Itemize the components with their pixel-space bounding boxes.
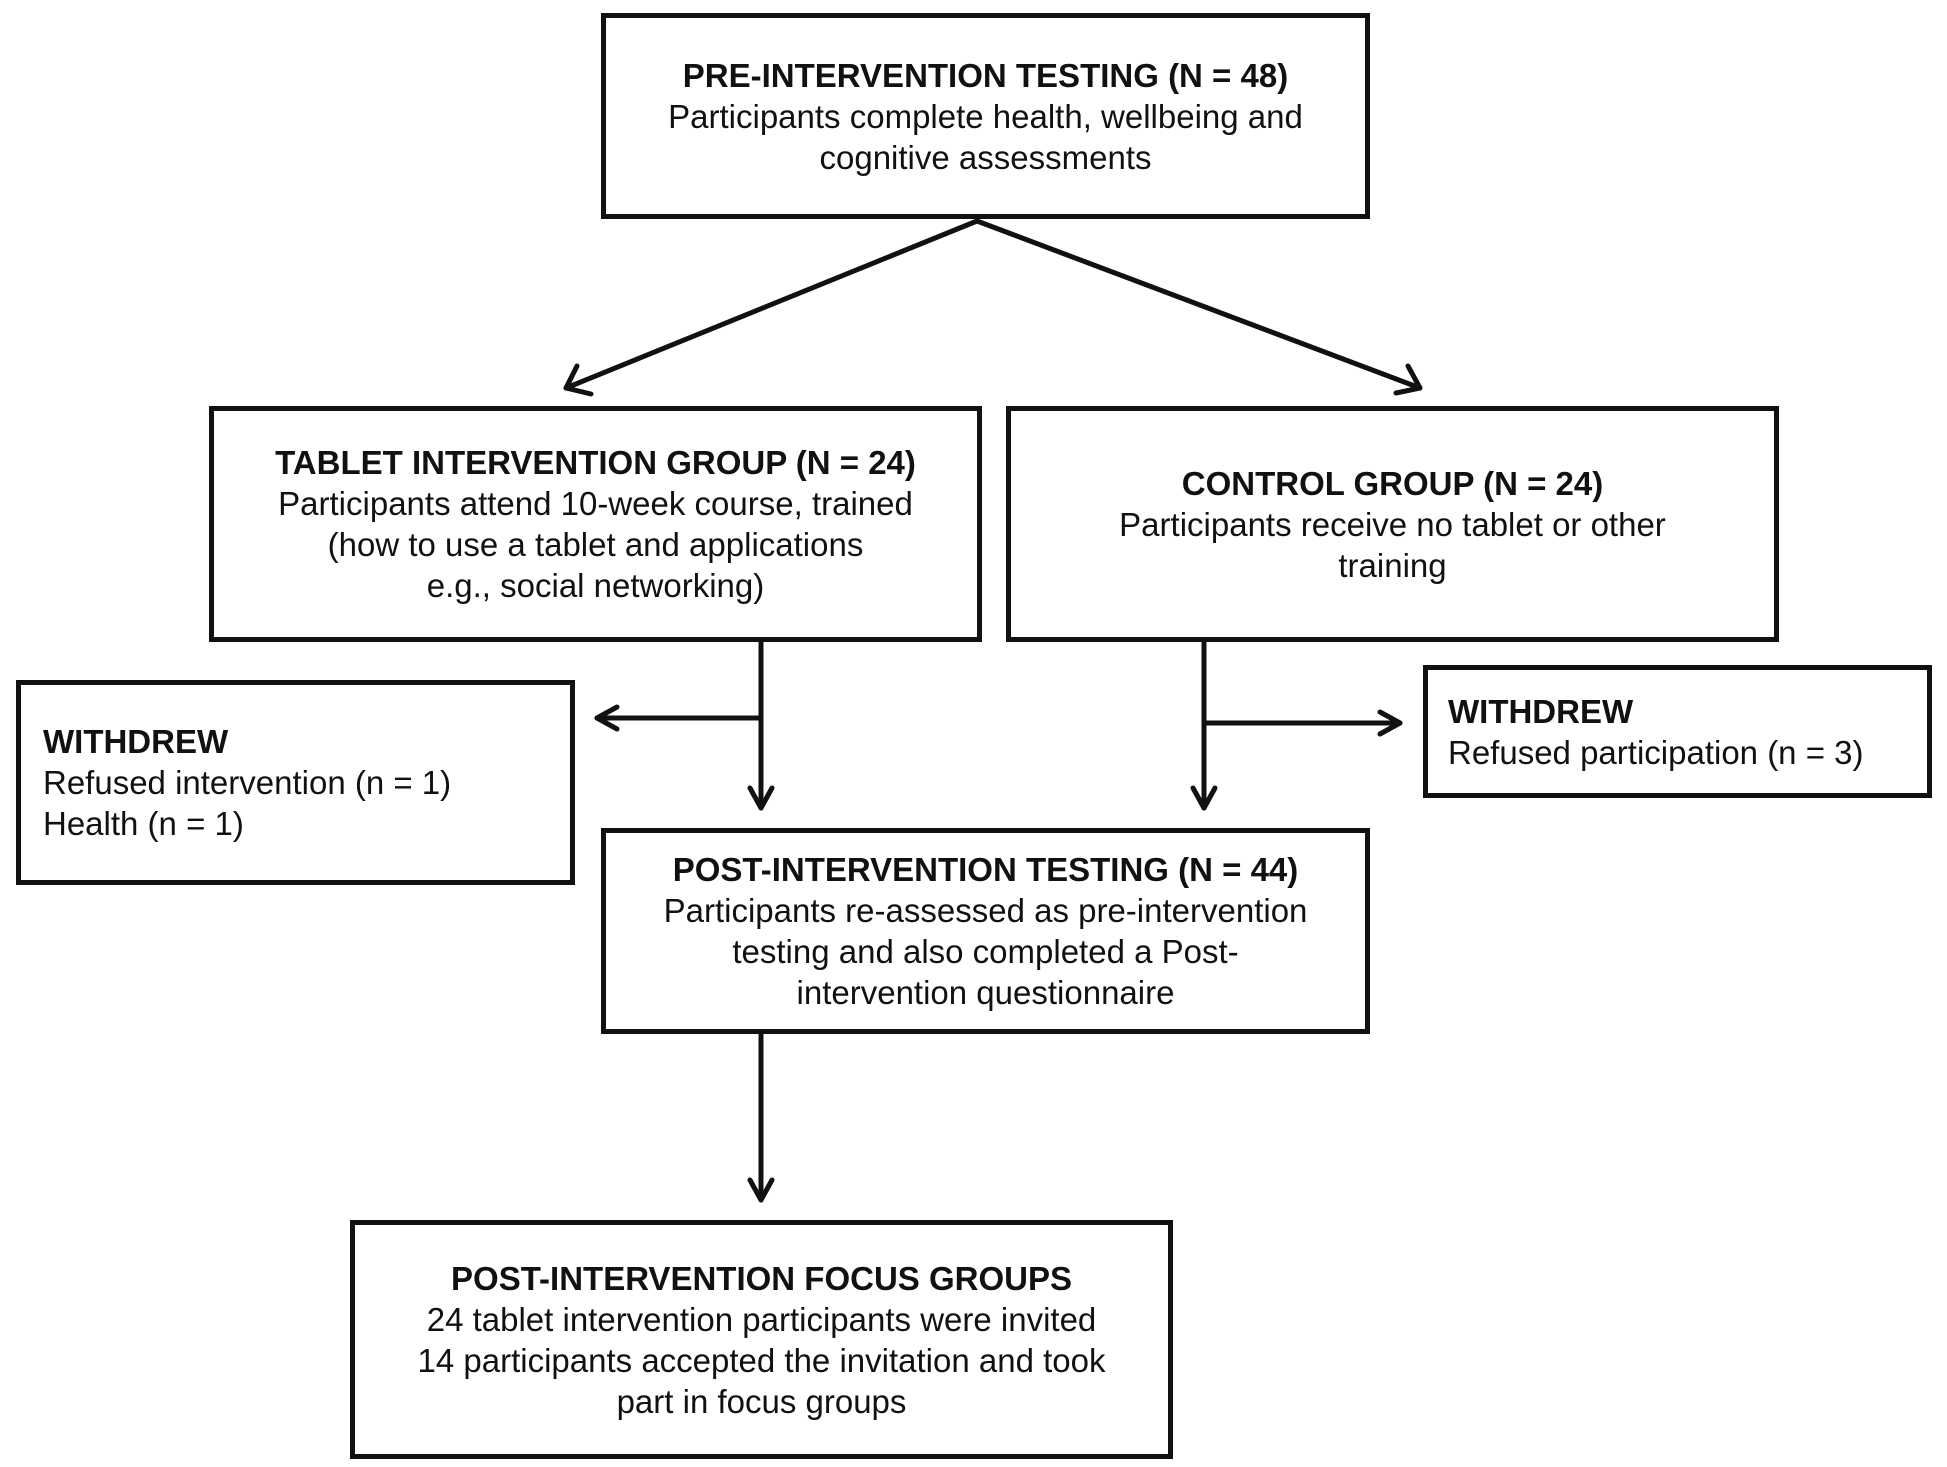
arrow-pre-to-control — [974, 218, 1423, 391]
withdrew-control-line: Refused participation (n = 3) — [1448, 733, 1864, 771]
control-group-title: CONTROL GROUP (N = 24) — [1181, 464, 1604, 502]
tablet-group-line: e.g., social networking) — [426, 567, 765, 604]
focus-groups-line: part in focus groups — [616, 1382, 907, 1420]
control-group-box: CONTROL GROUP (N = 24) Participants rece… — [1006, 406, 1779, 642]
focus-groups-box: POST-INTERVENTION FOCUS GROUPS 24 tablet… — [350, 1220, 1173, 1459]
tablet-group-box: TABLET INTERVENTION GROUP (N = 24) Parti… — [209, 406, 982, 642]
arrowhead-control-to-post — [1190, 785, 1218, 811]
withdrew-tablet-line: Health (n = 1) — [43, 805, 244, 842]
arrowhead-pre-to-control — [1393, 363, 1423, 396]
post-intervention-line: Participants re-assessed as pre-interven… — [663, 892, 1308, 929]
arrow-pre-to-tablet — [563, 218, 980, 391]
pre-intervention-line: cognitive assessments — [819, 138, 1152, 176]
pre-intervention-line: Participants complete health, wellbeing … — [668, 97, 1303, 135]
arrowhead-pre-to-tablet — [563, 363, 594, 397]
post-intervention-line: intervention questionnaire — [796, 974, 1175, 1011]
arrowhead-control-to-withdrew — [1377, 709, 1403, 737]
pre-intervention-title: PRE-INTERVENTION TESTING (N = 48) — [682, 56, 1289, 94]
focus-groups-line: 14 participants accepted the invitation … — [417, 1341, 1106, 1379]
tablet-group-line: Participants attend 10-week course, trai… — [278, 485, 913, 522]
focus-groups-line: 24 tablet intervention participants were… — [426, 1300, 1097, 1338]
post-intervention-box: POST-INTERVENTION TESTING (N = 44) Parti… — [601, 828, 1370, 1034]
arrowhead-tablet-to-post — [747, 785, 775, 811]
control-group-line: training — [1338, 546, 1447, 584]
withdrew-tablet-box: WITHDREW Refused intervention (n = 1) He… — [16, 680, 575, 885]
focus-groups-title: POST-INTERVENTION FOCUS GROUPS — [451, 1259, 1072, 1297]
withdrew-control-box: WITHDREW Refused participation (n = 3) — [1423, 665, 1932, 798]
tablet-group-title: TABLET INTERVENTION GROUP (N = 24) — [275, 444, 916, 481]
withdrew-tablet-title: WITHDREW — [43, 723, 229, 760]
arrowhead-tablet-to-withdrew — [594, 704, 620, 732]
withdrew-tablet-line: Refused intervention (n = 1) — [43, 764, 452, 801]
pre-intervention-box: PRE-INTERVENTION TESTING (N = 48) Partic… — [601, 13, 1370, 219]
arrowhead-post-to-focus — [747, 1177, 775, 1203]
withdrew-control-title: WITHDREW — [1448, 692, 1634, 730]
post-intervention-title: POST-INTERVENTION TESTING (N = 44) — [672, 851, 1299, 888]
tablet-group-line: (how to use a tablet and applications — [327, 526, 864, 563]
control-group-line: Participants receive no tablet or other — [1119, 505, 1666, 543]
post-intervention-line: testing and also completed a Post- — [732, 933, 1239, 970]
